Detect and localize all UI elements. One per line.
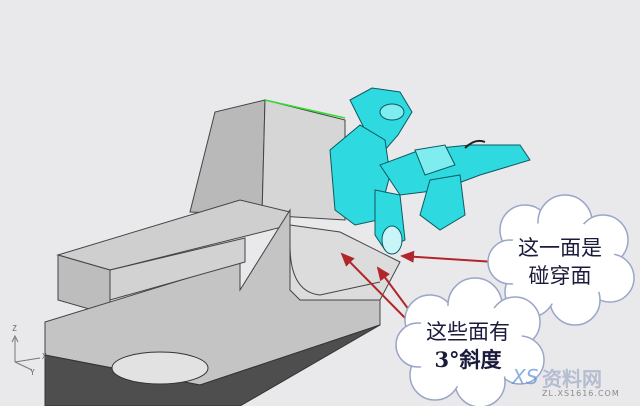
axis-x-label: X [42,352,47,361]
selected-edge [264,99,346,119]
axis-triad [11,334,41,371]
cloud-shutoff-line1: 这一面是 [518,236,602,260]
arrow-to-shutoff-face [400,250,496,263]
axis-y-label: Y [30,368,35,377]
axis-z-label: Z [12,324,17,333]
upright-front-face [261,99,346,221]
arrow-to-draft-face-2 [376,266,413,315]
upright-side-face [189,99,266,216]
bottom-hole [111,351,209,385]
cloud-shutoff [487,194,635,326]
watermark-brand: 资料网 [542,367,602,391]
cloud-draft [395,277,545,406]
slot-curve [289,244,381,296]
cloud-draft-text: 这些面有 3°斜度 [413,318,523,374]
cloud-shutoff-text: 这一面是 碰穿面 [505,234,615,290]
base-step-mid [109,237,246,301]
cloud-shutoff-line2: 碰穿面 [528,264,592,288]
cyan-part[interactable] [329,87,531,255]
cloud-draft-line2: 3°斜度 [434,347,502,372]
arrow-to-draft-face-1 [340,252,413,326]
cloud-draft-line1: 这些面有 [426,320,510,344]
watermark-logo: XS [512,365,539,389]
black-wire [464,139,486,149]
watermark-url: ZL.XS1616.COM [542,389,620,398]
